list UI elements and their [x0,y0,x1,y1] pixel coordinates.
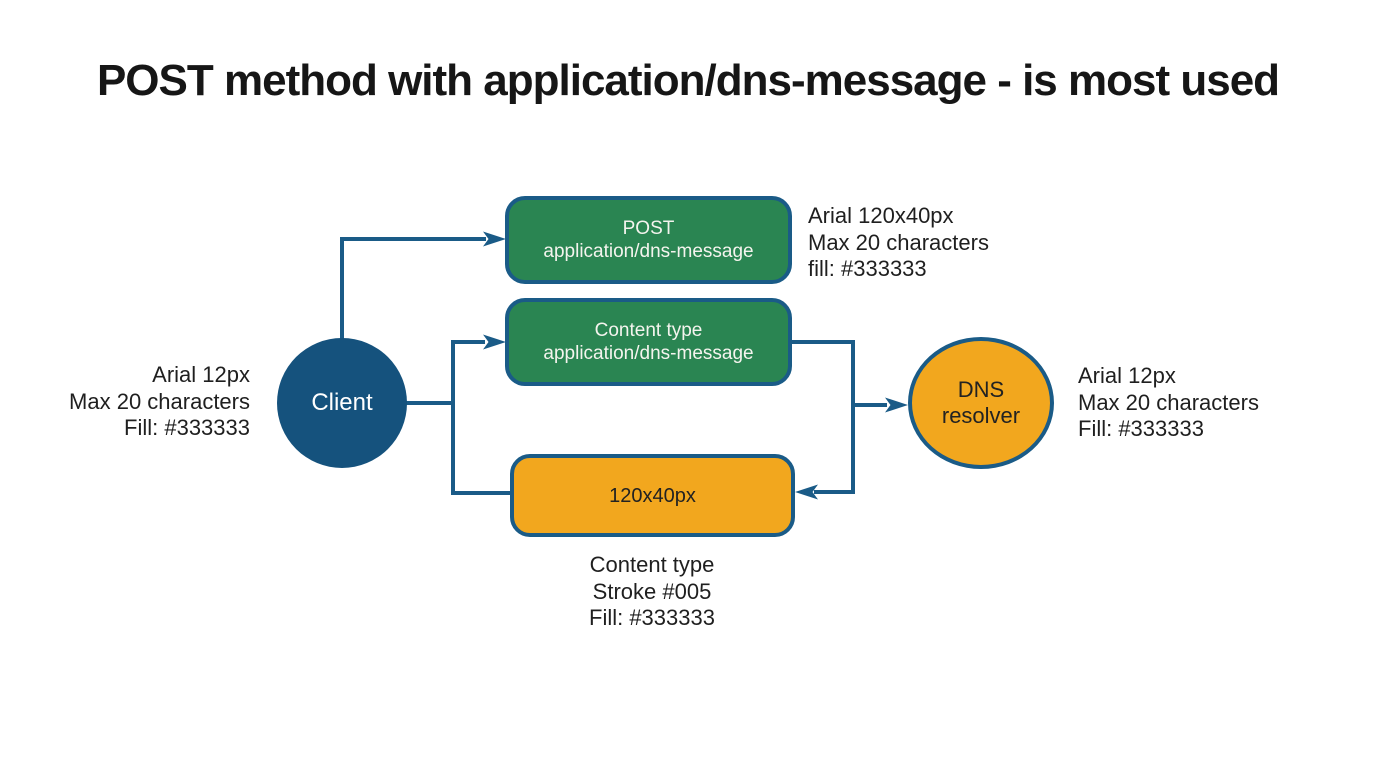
content-type-box: Content type application/dns-message [505,298,792,386]
annotation-top-right-line3: fill: #333333 [808,256,927,281]
annotation-top-right: Arial 120x40px Max 20 characters fill: #… [808,203,1078,283]
connector-client-right [405,401,455,405]
connector-into-resolver [851,403,887,407]
resolver-line2: resolver [941,403,1021,428]
diagram-title: POST method with application/dns-message… [96,56,1280,105]
arrowhead-into-resolver [885,397,908,413]
annotation-left-line2: Max 20 characters [69,388,250,414]
annotation-bottom-line1: Content type [589,552,715,577]
connector-resolver-vertical [851,340,855,494]
annotation-left: Arial 12px Max 20 characters Fill: #3333… [30,362,250,442]
arrowhead-into-content-type-box [483,334,506,350]
connector-content-type-out [789,340,855,344]
post-box: POST application/dns-message [505,196,792,284]
annotation-right-line1: Arial 12px [1078,363,1176,388]
arrowhead-into-size-box [795,484,818,500]
annotation-top-right-line2: Max 20 characters [808,229,989,255]
connector-branch-vertical [451,340,455,494]
connector-to-size-box [451,491,513,495]
connector-client-up [340,237,344,343]
content-type-box-line2: application/dns-message [543,343,754,364]
annotation-bottom-line2: Stroke #005 [592,578,712,604]
content-type-box-line1: Content type [594,320,703,341]
annotation-right: Arial 12px Max 20 characters Fill: #3333… [1078,363,1348,443]
connector-client-to-post [340,237,486,241]
post-box-line2: application/dns-message [543,241,754,262]
post-box-line1: POST [622,218,675,239]
resolver-line1: DNS [957,377,1005,402]
annotation-bottom: Content type Stroke #005 Fill: #333333 [502,552,802,632]
size-box-label: 120x40px [609,484,696,507]
annotation-right-line2: Max 20 characters [1078,389,1259,415]
client-label: Client [311,389,373,416]
annotation-left-line3: Fill: #333333 [124,415,250,440]
annotation-right-line3: Fill: #333333 [1078,416,1204,441]
arrowhead-into-post-box [483,231,506,247]
client-node: Client [277,338,407,468]
connector-to-content-type [451,340,485,344]
annotation-left-line1: Arial 12px [152,362,250,387]
size-box: 120x40px [510,454,795,537]
annotation-top-right-line1: Arial 120x40px [808,203,954,228]
annotation-bottom-line3: Fill: #333333 [589,605,715,630]
dns-resolver-node: DNS resolver [908,337,1054,469]
connector-back-to-size-box [814,490,855,494]
